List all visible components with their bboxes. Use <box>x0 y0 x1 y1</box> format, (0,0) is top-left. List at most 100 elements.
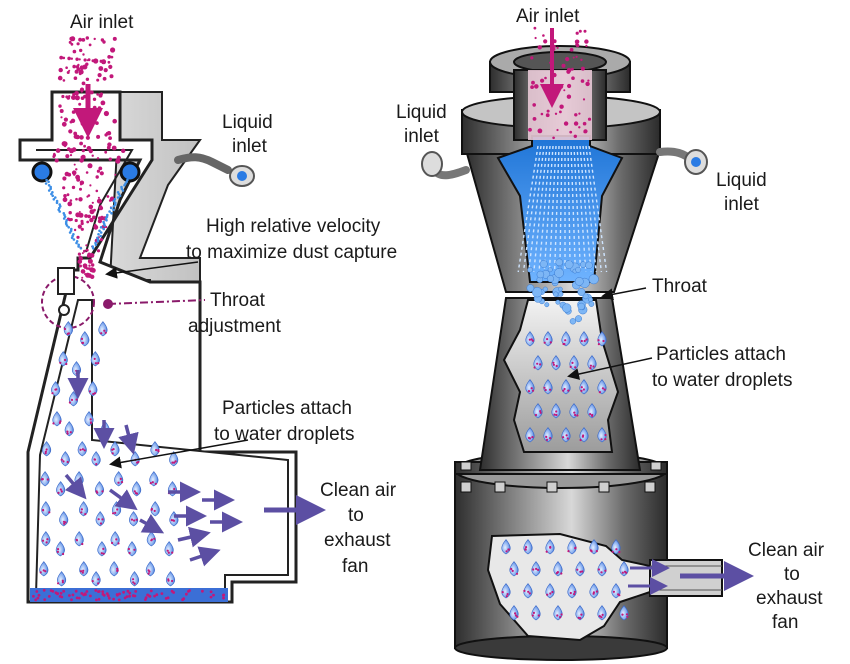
particle <box>87 252 91 257</box>
water-droplet <box>79 501 89 517</box>
water-droplet-spray <box>70 236 74 240</box>
particle <box>58 104 62 108</box>
sludge-particle <box>102 593 106 597</box>
particle <box>75 91 79 95</box>
right-flange-bolts <box>460 461 662 493</box>
particle <box>70 57 74 60</box>
sludge-particle <box>185 592 188 596</box>
particle <box>561 63 566 68</box>
water-droplet <box>164 541 174 557</box>
particle <box>572 56 575 59</box>
particle <box>111 145 117 151</box>
sludge-particle <box>75 596 79 600</box>
water-droplet-spray <box>52 198 56 201</box>
throat-adjustment-label-2: adjustment <box>188 316 282 337</box>
particle <box>108 136 112 141</box>
particle <box>93 224 99 230</box>
particle <box>79 48 83 53</box>
particle <box>85 267 89 270</box>
particle <box>79 87 85 92</box>
sludge-particle <box>133 594 137 598</box>
right-sump-droplets <box>501 539 629 621</box>
water-droplet <box>59 511 69 527</box>
water-droplet <box>149 471 159 487</box>
water-droplet <box>95 511 105 527</box>
sludge-particle <box>77 596 81 600</box>
right-clean-air-label-4: fan <box>772 612 798 633</box>
water-droplet <box>40 471 50 487</box>
particle <box>91 154 94 157</box>
water-droplet <box>88 381 98 397</box>
particle <box>80 90 83 93</box>
particle <box>104 133 108 137</box>
bubble <box>542 286 548 292</box>
sludge-particle <box>43 598 47 601</box>
particle <box>85 36 90 40</box>
water-droplet-spray <box>121 189 125 192</box>
sludge-particle <box>71 593 75 597</box>
particle <box>80 221 84 226</box>
water-droplet <box>130 451 140 467</box>
right-spray-lines <box>517 145 608 273</box>
water-droplet-spray <box>62 217 66 220</box>
left-particles-attach-label-2: to water droplets <box>214 424 354 445</box>
water-droplet-spray <box>99 234 102 238</box>
particle <box>61 94 65 99</box>
particle <box>78 255 83 260</box>
water-droplet-spray <box>110 212 113 215</box>
bubble <box>582 293 589 300</box>
left-clean-air-label-4: fan <box>342 556 368 577</box>
sludge-particle <box>118 592 121 596</box>
particle <box>532 103 536 107</box>
flow-arrow <box>189 546 221 567</box>
sludge-particle <box>201 589 204 593</box>
particle <box>89 90 94 95</box>
bubble <box>569 318 577 325</box>
bubble <box>579 261 587 268</box>
sludge-particle <box>222 594 225 597</box>
particle <box>78 197 83 202</box>
right-sump-cutaway <box>486 532 651 642</box>
water-droplet-spray <box>108 210 111 213</box>
water-droplet <box>63 321 73 337</box>
flow-arrow <box>177 526 211 548</box>
particle <box>73 228 77 232</box>
water-droplet <box>145 561 155 577</box>
particle <box>537 128 543 134</box>
particle <box>107 147 110 150</box>
particle <box>95 189 99 193</box>
particle <box>70 42 74 46</box>
sludge-particle <box>59 591 63 595</box>
particle <box>559 104 564 109</box>
sludge-particle <box>148 595 152 598</box>
water-droplet <box>80 331 90 347</box>
particle <box>103 68 108 73</box>
water-droplet-spray <box>68 231 72 234</box>
particle <box>87 194 91 197</box>
water-droplet <box>561 331 571 347</box>
water-droplet <box>611 539 621 555</box>
bubble <box>588 301 595 307</box>
particle <box>62 186 66 190</box>
water-droplet <box>543 331 553 347</box>
bubble <box>532 287 543 298</box>
particle <box>71 185 76 190</box>
bubble <box>588 297 593 303</box>
water-droplet <box>501 583 511 599</box>
sludge-particle <box>80 592 84 595</box>
particle <box>78 58 81 61</box>
particle <box>98 66 104 71</box>
particle <box>103 40 106 43</box>
sludge-particle <box>58 595 62 598</box>
bubble <box>588 274 599 285</box>
water-droplet <box>109 561 119 577</box>
water-droplet-spray <box>44 182 48 185</box>
water-droplet-spray <box>118 194 122 198</box>
particle <box>556 128 559 132</box>
bubble <box>564 260 574 269</box>
water-droplet <box>579 331 589 347</box>
flow-arrow <box>108 488 138 511</box>
particle <box>532 117 537 121</box>
particle <box>69 154 73 157</box>
particle <box>99 238 104 242</box>
